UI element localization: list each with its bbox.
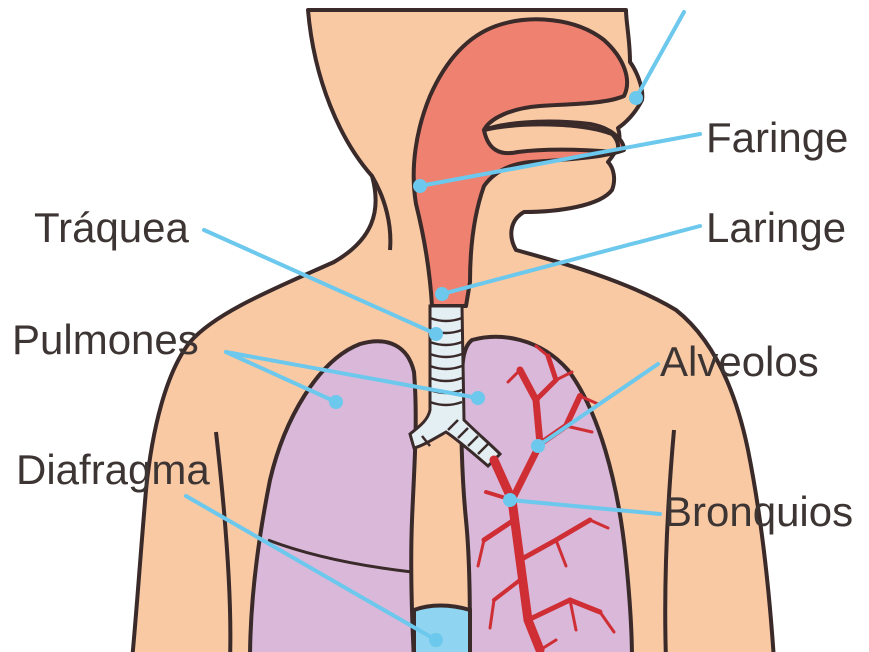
traquea-pointer-dot bbox=[429, 327, 443, 341]
label-diafragma: Diafragma bbox=[16, 446, 210, 493]
pulmones-left-pointer-dot bbox=[329, 395, 343, 409]
pulmones-right-pointer-dot bbox=[471, 391, 485, 405]
laringe-pointer-dot bbox=[435, 287, 449, 301]
tongue bbox=[484, 124, 618, 153]
label-faringe: Faringe bbox=[706, 114, 848, 161]
label-traquea: Tráquea bbox=[34, 204, 190, 251]
nose-pointer-dot bbox=[629, 91, 643, 105]
label-laringe: Laringe bbox=[706, 204, 846, 251]
label-bronquios: Bronquios bbox=[664, 488, 853, 535]
pointer-nose bbox=[636, 12, 684, 98]
label-pulmones: Pulmones bbox=[12, 316, 199, 363]
alveolos-pointer-dot bbox=[531, 439, 545, 453]
diafragma-pointer-dot bbox=[429, 633, 443, 647]
diaphragm bbox=[414, 606, 470, 652]
faringe-pointer-dot bbox=[413, 179, 427, 193]
bronquios-pointer-dot bbox=[503, 493, 517, 507]
label-alveolos: Alveolos bbox=[660, 338, 819, 385]
